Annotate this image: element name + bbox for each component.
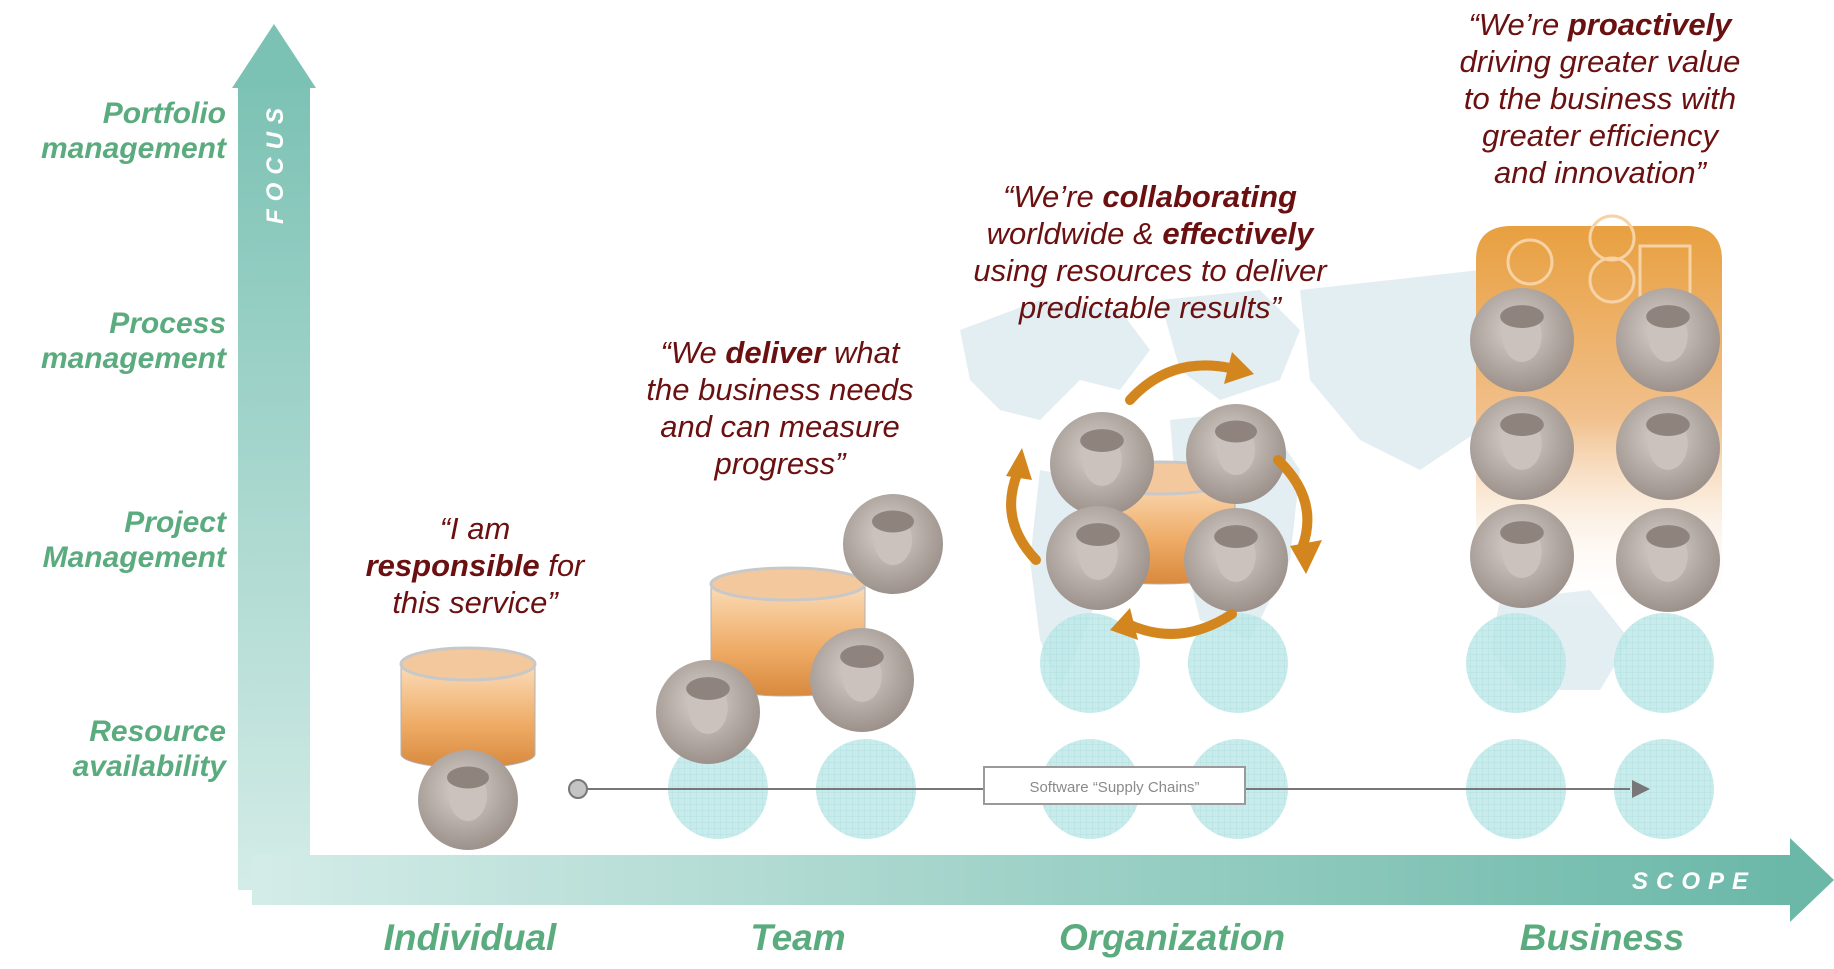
cycle-arrowhead xyxy=(1290,540,1322,574)
person-portrait xyxy=(810,628,914,732)
hair-shape xyxy=(1214,525,1258,549)
quote-team: “We deliver what the business needs and … xyxy=(646,335,914,481)
hair-shape xyxy=(872,510,914,533)
supply-chains-label: Software “Supply Chains” xyxy=(983,766,1246,805)
x-level-individual: Individual xyxy=(383,917,557,958)
hair-shape xyxy=(840,645,884,669)
hair-shape xyxy=(1646,413,1690,437)
service-cylinder xyxy=(399,646,537,769)
cycle-arrow xyxy=(1006,467,1041,565)
resource-disc xyxy=(1614,613,1714,713)
x-level-team: Team xyxy=(750,917,846,958)
axes xyxy=(232,24,1834,922)
person-portrait xyxy=(843,494,943,594)
person-portrait xyxy=(1616,288,1720,392)
person-portrait xyxy=(1186,404,1286,504)
person-portrait xyxy=(1184,508,1288,612)
supply-line-start-dot xyxy=(568,779,588,799)
person-portrait xyxy=(1046,506,1150,610)
person-portrait xyxy=(1050,412,1154,516)
hair-shape xyxy=(1500,413,1544,437)
gauge-icon xyxy=(1506,238,1554,286)
cycle-arrow xyxy=(1125,360,1235,405)
gauge-icon xyxy=(1588,256,1636,304)
hair-shape xyxy=(1215,420,1257,443)
cycle-arrowhead xyxy=(1006,448,1032,480)
resource-disc xyxy=(1614,739,1714,839)
continent-shape xyxy=(1160,290,1300,400)
resource-disc xyxy=(1188,613,1288,713)
quote-individual: “I am responsible for this service” xyxy=(365,511,585,620)
cycle-arrow xyxy=(1123,609,1237,639)
hair-shape xyxy=(1080,429,1124,453)
scope-axis-arrowhead xyxy=(1790,838,1834,922)
cycle-arrowhead xyxy=(1224,352,1254,384)
hair-shape xyxy=(1646,305,1690,329)
cylinder-top xyxy=(399,646,537,682)
hair-shape xyxy=(1500,305,1544,329)
scope-axis-title: SCOPE xyxy=(1632,868,1757,895)
hair-shape xyxy=(1076,523,1120,547)
focus-axis-bar xyxy=(238,82,310,890)
hair-shape xyxy=(686,677,730,701)
people-portraits xyxy=(418,288,1720,850)
gauge-icon xyxy=(1588,214,1636,262)
quote-organization: “We’re collaborating worldwide & effecti… xyxy=(973,179,1327,325)
collaboration-cycle-arrows xyxy=(1006,352,1322,640)
cycle-arrowhead xyxy=(1110,608,1138,640)
person-portrait xyxy=(1616,396,1720,500)
person-portrait xyxy=(656,660,760,764)
hair-shape xyxy=(447,766,489,789)
resource-disc xyxy=(1466,613,1566,713)
person-portrait xyxy=(1616,508,1720,612)
person-portrait xyxy=(418,750,518,850)
supply-line-arrowhead xyxy=(1632,780,1650,798)
resource-disc xyxy=(1040,613,1140,713)
person-portrait xyxy=(1470,504,1574,608)
cycle-arrow xyxy=(1273,455,1313,553)
hair-shape xyxy=(1500,521,1544,545)
x-level-organization: Organization xyxy=(1058,917,1286,958)
scope-axis-bar xyxy=(252,855,1792,905)
continent-shape xyxy=(960,300,1150,420)
hair-shape xyxy=(1646,525,1690,549)
focus-axis-arrowhead xyxy=(232,24,316,88)
focus-axis-title: FOCUS xyxy=(262,100,289,224)
quote-business: “We’re proactively driving greater value… xyxy=(1459,7,1741,190)
person-portrait xyxy=(1470,288,1574,392)
x-level-business: Business xyxy=(1519,917,1685,958)
person-portrait xyxy=(1470,396,1574,500)
cylinder-top xyxy=(709,566,867,602)
